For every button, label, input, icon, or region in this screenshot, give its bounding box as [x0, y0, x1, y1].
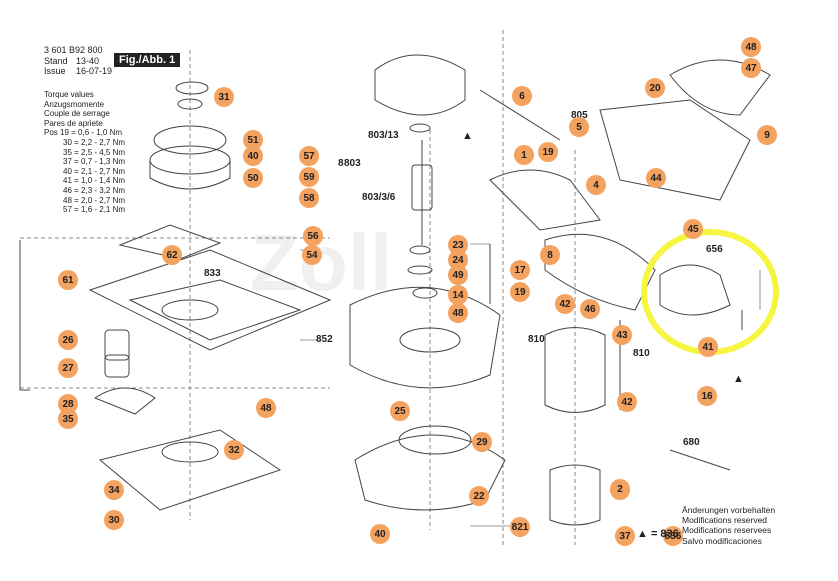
callout: 26: [58, 330, 78, 350]
callout: 803/13: [368, 130, 399, 141]
callout: 31: [214, 87, 234, 107]
callout: 833: [204, 268, 221, 279]
callout: 42: [617, 392, 637, 412]
callout: 45: [683, 219, 703, 239]
callout: 680: [683, 437, 700, 448]
stand-label: Stand: [44, 56, 68, 66]
callout: 54: [302, 245, 322, 265]
callout: 25: [390, 401, 410, 421]
callout: 27: [58, 358, 78, 378]
callout: 29: [472, 432, 492, 452]
callout: 48: [256, 398, 276, 418]
callout: 32: [224, 440, 244, 460]
callout: 805: [571, 110, 588, 121]
callout: 50: [243, 168, 263, 188]
callout: 30: [104, 510, 124, 530]
callout: 19: [510, 282, 530, 302]
callout: 656: [706, 244, 723, 255]
stand-value: 13-40: [76, 56, 100, 66]
callout: 40: [370, 524, 390, 544]
triangle-marker: ▲: [733, 373, 744, 385]
callout: 61: [58, 270, 78, 290]
callout: 42: [555, 294, 575, 314]
callout: 810: [528, 334, 545, 345]
callout: 58: [299, 188, 319, 208]
callout: 17: [510, 260, 530, 280]
callout: 44: [646, 168, 666, 188]
callout: 810: [633, 348, 650, 359]
callout: 35: [58, 409, 78, 429]
callout: 2: [610, 479, 630, 499]
callout: 43: [612, 325, 632, 345]
callout: 14: [448, 285, 468, 305]
callout: 57: [299, 146, 319, 166]
callout: 59: [299, 167, 319, 187]
callout: 4: [586, 175, 606, 195]
callout: 8: [540, 245, 560, 265]
figure-tag: Fig./Abb. 1: [114, 53, 181, 67]
callout: 9: [757, 125, 777, 145]
issue-value: 16-07-19: [76, 66, 113, 76]
drawing-code: 3 601 B92 800: [44, 45, 103, 55]
callout: 19: [538, 142, 558, 162]
callout: 16: [697, 386, 717, 406]
callout: 803: [344, 158, 361, 169]
group-label: 8: [338, 158, 344, 169]
callout: 56: [303, 226, 323, 246]
callout: 51: [243, 130, 263, 150]
callout: 821: [510, 517, 530, 537]
callout: 41: [698, 337, 718, 357]
callout: 48: [741, 37, 761, 57]
legend: ▲ = 836: [637, 528, 679, 540]
issue-label: Issue: [44, 66, 66, 76]
callout: 22: [469, 486, 489, 506]
callout: 34: [104, 480, 124, 500]
callout: 62: [162, 245, 182, 265]
callout: 836: [663, 526, 683, 546]
callout: 47: [741, 58, 761, 78]
callout: 803/3/6: [362, 192, 396, 203]
callout: 6: [512, 86, 532, 106]
triangle-marker: ▲: [462, 130, 473, 142]
callout: 1: [514, 145, 534, 165]
callout: 20: [645, 78, 665, 98]
callout: 48: [448, 303, 468, 323]
callout: 37: [615, 526, 635, 546]
callout: 852: [316, 334, 333, 345]
callout: 40: [243, 146, 263, 166]
callout: 5: [569, 117, 589, 137]
callout: 49: [448, 265, 468, 285]
callout: 46: [580, 299, 600, 319]
